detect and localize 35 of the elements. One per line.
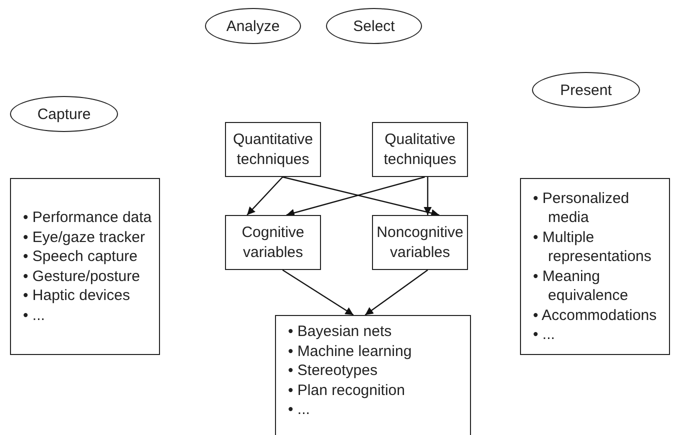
bullet-item: • Machine learning — [288, 342, 412, 361]
bullet-item: • Performance data — [23, 208, 152, 228]
bullet-item: • Multiple representations — [533, 228, 652, 266]
bullet-item: • Accommodations — [533, 306, 658, 325]
arrow — [424, 177, 432, 215]
bullet-item: • Haptic devices — [23, 286, 131, 306]
arrow — [246, 176, 284, 216]
arrow — [282, 270, 354, 316]
box-label: Noncognitive variables — [376, 223, 464, 262]
bullet-item: • Gesture/posture — [23, 266, 141, 286]
bullet-item: • ... — [288, 400, 311, 420]
bullet-item: • Bayesian nets — [288, 322, 393, 342]
box-label: Quantitative techniques — [232, 130, 314, 169]
bullet-item: • Plan recognition — [288, 380, 406, 400]
box-label: Qualitative techniques — [382, 130, 458, 169]
bullet-item: • ... — [533, 325, 556, 344]
list-box — [10, 178, 160, 355]
stage-ellipse: Present — [532, 72, 640, 108]
process-box — [372, 122, 468, 177]
box-label: Cognitive variables — [240, 223, 306, 262]
list-box — [520, 178, 670, 355]
stage-ellipse: Select — [326, 8, 422, 44]
bullet-item: • ... — [23, 306, 46, 325]
bullet-item: • Stereotypes — [288, 361, 378, 380]
stage-ellipse: Analyze — [205, 8, 301, 44]
bullet-item: • Personalized media — [533, 188, 630, 228]
process-box — [225, 215, 321, 270]
process-box — [225, 122, 321, 177]
bullet-item: • Speech capture — [23, 247, 138, 266]
bullet-item: • Eye/gaze tracker — [23, 228, 146, 247]
bullet-item: • Meaning equivalence — [533, 266, 630, 306]
list-box — [275, 315, 471, 435]
process-box — [372, 215, 468, 270]
stage-ellipse: Capture — [10, 96, 118, 132]
arrow — [364, 270, 428, 316]
